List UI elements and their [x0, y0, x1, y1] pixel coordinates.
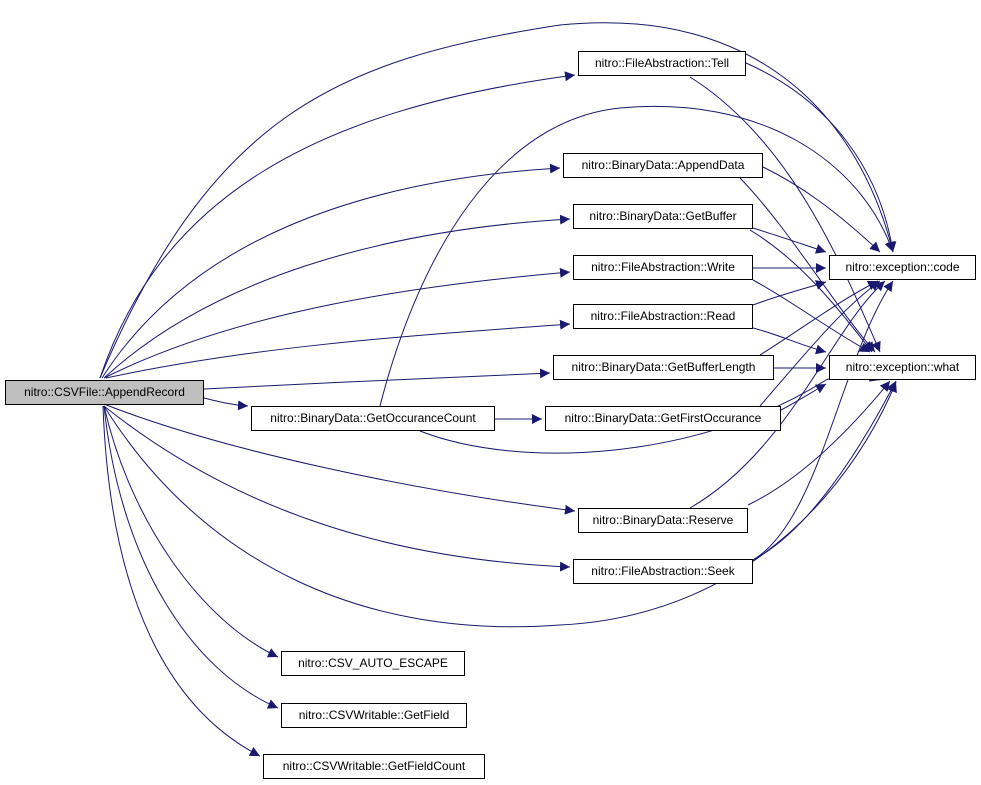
node-csvfile-appendrecord[interactable]: nitro::CSVFile::AppendRecord — [5, 380, 204, 405]
edge-reserve-to-exwhat — [747, 380, 891, 506]
edge-root-to-getbuffer — [103, 214, 571, 379]
edge-root-to-tell — [99, 71, 576, 379]
edge-root-to-reserve — [103, 403, 576, 515]
edge-root-to-getfieldcount — [102, 405, 261, 757]
node-fileabstraction-seek[interactable]: nitro::FileAbstraction::Seek — [573, 559, 753, 584]
edge-seek-to-excode — [752, 280, 894, 561]
edge-root-to-autoescape — [103, 405, 279, 658]
edge-tell-to-exwhat — [689, 76, 881, 353]
edge-root-to-getbufferlength — [203, 368, 551, 390]
edge-root-to-getfield — [103, 405, 279, 709]
edge-root-to-read — [105, 319, 571, 379]
edge-getbufferlength-to-excode — [759, 280, 879, 356]
edge-seek-to-exwhat — [752, 380, 897, 561]
edge-getfirstoccurance-to-excode — [759, 280, 881, 407]
node-binarydata-getbufferlength[interactable]: nitro::BinaryData::GetBufferLength — [553, 355, 774, 380]
edge-root-to-write — [103, 267, 571, 379]
node-binarydata-getbuffer[interactable]: nitro::BinaryData::GetBuffer — [573, 204, 753, 229]
edge-read-to-excode — [752, 280, 827, 306]
edge-getfirstoccurance-to-exwhat — [780, 383, 827, 411]
edge-root-to-excode — [99, 22, 896, 379]
node-csvwritable-getfield[interactable]: nitro::CSVWritable::GetField — [281, 703, 467, 728]
node-fileabstraction-tell[interactable]: nitro::FileAbstraction::Tell — [578, 51, 746, 76]
node-binarydata-appenddata[interactable]: nitro::BinaryData::AppendData — [563, 153, 763, 178]
node-csv-auto-escape[interactable]: nitro::CSV_AUTO_ESCAPE — [281, 651, 465, 676]
edge-getbuffer-to-exwhat — [749, 229, 873, 353]
edge-root-to-appenddata — [101, 163, 561, 379]
node-exception-what[interactable]: nitro::exception::what — [829, 355, 976, 380]
node-fileabstraction-write[interactable]: nitro::FileAbstraction::Write — [573, 255, 753, 280]
edge-root-to-seek — [103, 405, 571, 572]
edge-getbuffer-to-excode — [752, 227, 827, 254]
edge-tell-to-excode — [745, 62, 897, 253]
node-binarydata-reserve[interactable]: nitro::BinaryData::Reserve — [578, 508, 748, 533]
node-binarydata-getfirstoccurance[interactable]: nitro::BinaryData::GetFirstOccurance — [545, 406, 781, 431]
node-csvwritable-getfieldcount[interactable]: nitro::CSVWritable::GetFieldCount — [263, 754, 485, 779]
edge-reserve-to-excode — [689, 280, 886, 509]
node-fileabstraction-read[interactable]: nitro::FileAbstraction::Read — [573, 304, 753, 329]
edge-write-to-exwhat — [752, 279, 871, 353]
edge-appenddata-to-exwhat — [739, 177, 876, 353]
edge-root-to-getoccurancecount — [203, 397, 249, 411]
edge-getoccurancecount-to-excode — [379, 105, 895, 407]
edge-appenddata-to-excode — [762, 166, 881, 253]
node-binarydata-getoccurancecount[interactable]: nitro::BinaryData::GetOccuranceCount — [251, 406, 495, 431]
edge-root-to-exwhat — [103, 381, 897, 628]
node-exception-code[interactable]: nitro::exception::code — [829, 255, 976, 280]
edge-read-to-exwhat — [752, 327, 827, 355]
